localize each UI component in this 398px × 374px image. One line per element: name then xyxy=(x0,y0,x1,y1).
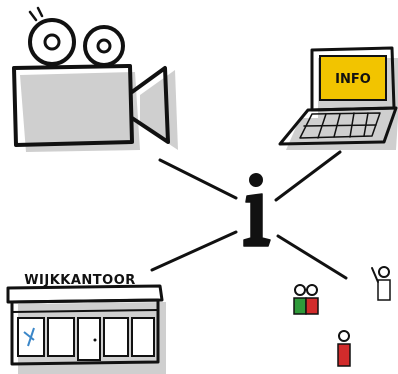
laptop-icon: INFO xyxy=(280,48,398,150)
video-camera-icon xyxy=(14,8,178,152)
office-building-icon: WIJKKANTOOR xyxy=(8,273,166,374)
connector-laptop xyxy=(276,152,340,200)
person-waving xyxy=(372,267,390,300)
person-pair xyxy=(294,285,318,314)
connector-lines xyxy=(152,152,346,278)
connector-people xyxy=(278,236,346,278)
office-door xyxy=(78,318,100,360)
people-icon xyxy=(294,267,390,366)
laptop-screen-text: INFO xyxy=(335,72,371,87)
info-i-icon: i xyxy=(244,173,270,246)
connector-video xyxy=(160,160,236,198)
person-red xyxy=(338,331,350,366)
connector-office xyxy=(152,232,236,270)
